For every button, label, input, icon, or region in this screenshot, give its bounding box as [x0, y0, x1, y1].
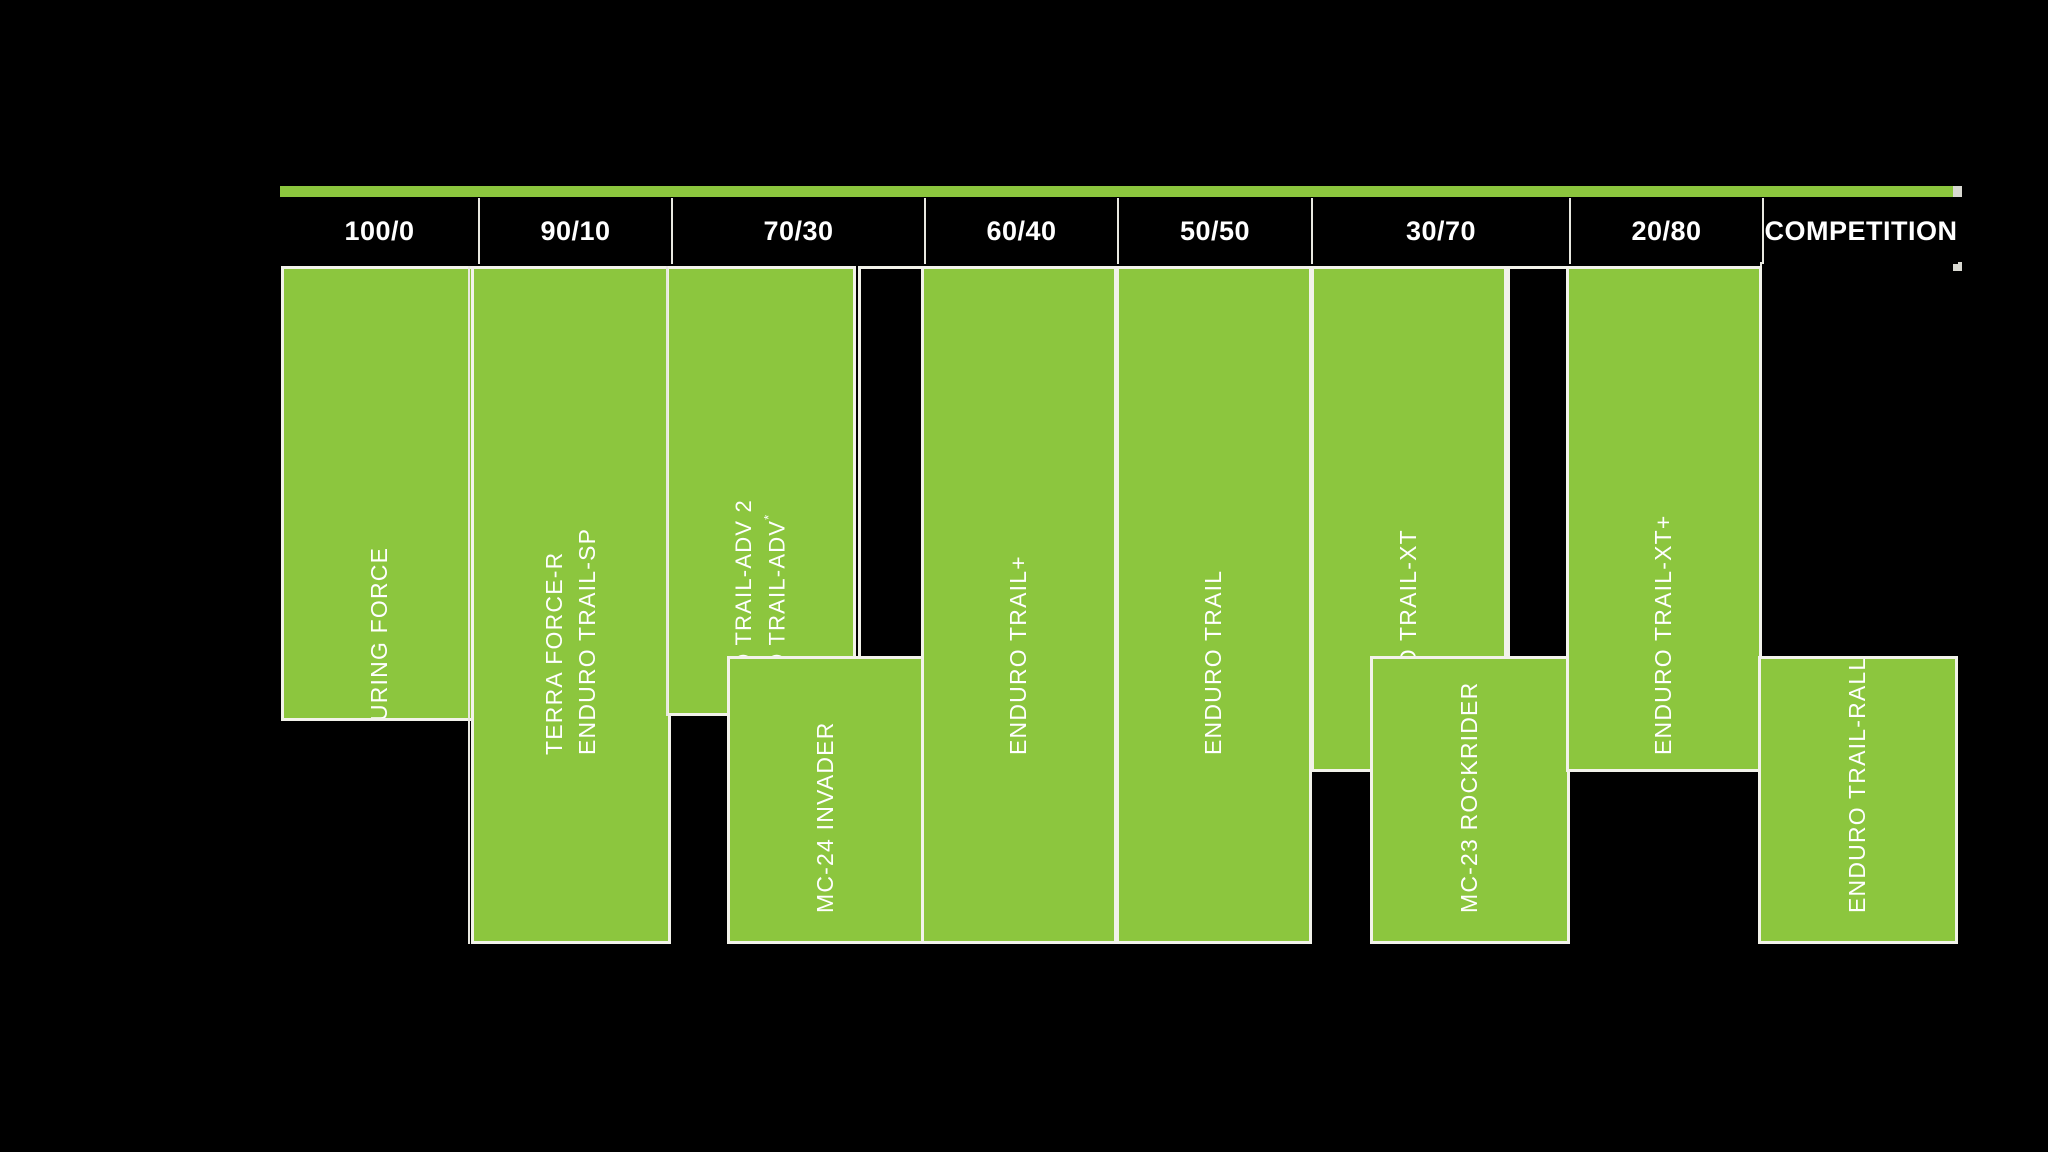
- bar-label-group: ENDURO TRAIL-ADV 2 ENDURO TRAIL-ADV*: [669, 295, 853, 716]
- header-label: 100/0: [344, 215, 415, 246]
- axis-tick-right: [1953, 262, 1962, 271]
- header-label: 70/30: [763, 215, 834, 246]
- silhouette-edge-1: [468, 266, 470, 944]
- bar-enduro-trail-adv[interactable]: ENDURO TRAIL-ADV 2 ENDURO TRAIL-ADV*: [666, 266, 856, 716]
- bar-label-2: ENDURO TRAIL-ADV*: [761, 513, 790, 716]
- bar-terra-force-r[interactable]: TERRA FORCE-R ENDURO TRAIL-SP: [471, 266, 671, 944]
- bar-label-group: MC-23 ROCKRIDER: [1373, 681, 1567, 913]
- bar-label: ENDURO TRAIL-RALLY: [1844, 656, 1871, 913]
- header-label: 90/10: [540, 215, 611, 246]
- header-cell-20-80[interactable]: 20/80: [1569, 198, 1762, 264]
- header-cell-100-0[interactable]: 100/0: [281, 198, 478, 264]
- bar-enduro-trail-xt-plus[interactable]: ENDURO TRAIL-XT+: [1566, 266, 1762, 772]
- bar-label-group: TERRA FORCE-R ENDURO TRAIL-SP: [474, 295, 668, 755]
- silhouette-edge-2: [666, 266, 668, 716]
- header-cell-60-40[interactable]: 60/40: [924, 198, 1117, 264]
- silhouette-edge-3: [1760, 262, 1762, 266]
- bar-label: ENDURO TRAIL+: [1005, 555, 1032, 755]
- header-cell-competition[interactable]: COMPETITION: [1762, 198, 1958, 264]
- bar-label-1: ENDURO TRAIL-ADV 2: [731, 499, 757, 716]
- bar-mc24-invader[interactable]: MC-24 INVADER: [727, 656, 924, 944]
- header-label: 60/40: [986, 215, 1057, 246]
- bar-enduro-trail-rally[interactable]: ENDURO TRAIL-RALLY: [1758, 656, 1958, 944]
- header-cell-90-10[interactable]: 90/10: [478, 198, 671, 264]
- bar-mc23-rockrider[interactable]: MC-23 ROCKRIDER: [1370, 656, 1570, 944]
- header-label: 50/50: [1179, 215, 1251, 246]
- header-label: COMPETITION: [1764, 215, 1958, 246]
- bar-label-group: ENDURO TRAIL+: [924, 295, 1114, 755]
- header-cell-50-50[interactable]: 50/50: [1117, 198, 1311, 264]
- bar-adv-stub: [858, 266, 924, 656]
- bar-label-group: ENDURO TRAIL: [1119, 295, 1309, 755]
- header-cell-30-70[interactable]: 30/70: [1311, 198, 1569, 264]
- bar-label: MC-23 ROCKRIDER: [1456, 681, 1483, 913]
- asterisk-mark: *: [761, 513, 777, 520]
- header-label: 30/70: [1405, 215, 1477, 246]
- bar-label-group: MC-24 INVADER: [730, 683, 921, 913]
- bar-label-group: ENDURO TRAIL-XT+: [1569, 295, 1759, 755]
- bar-label: ENDURO TRAIL-XT+: [1650, 514, 1677, 755]
- bar-label-2: ENDURO TRAIL-SP: [574, 527, 600, 755]
- bar-label: MC-24 INVADER: [811, 721, 838, 913]
- top-rail: [280, 186, 1958, 197]
- bar-touring-force[interactable]: TOURING FORCE: [281, 266, 478, 721]
- bar-enduro-trail[interactable]: ENDURO TRAIL: [1116, 266, 1312, 944]
- bar-label: ENDURO TRAIL: [1200, 569, 1227, 755]
- bar-enduro-trail-plus[interactable]: ENDURO TRAIL+: [921, 266, 1117, 944]
- header-label: 20/80: [1631, 215, 1702, 246]
- bar-label: TOURING FORCE: [365, 546, 392, 721]
- bar-xt-stub: [1507, 266, 1569, 662]
- bar-label-group: TOURING FORCE: [284, 295, 475, 721]
- bar-label-group: ENDURO TRAIL-RALLY: [1761, 656, 1955, 913]
- rail-tick-right: [1953, 186, 1962, 197]
- header-cell-70-30[interactable]: 70/30: [671, 198, 924, 264]
- bar-label-1: TERRA FORCE-R: [540, 551, 567, 755]
